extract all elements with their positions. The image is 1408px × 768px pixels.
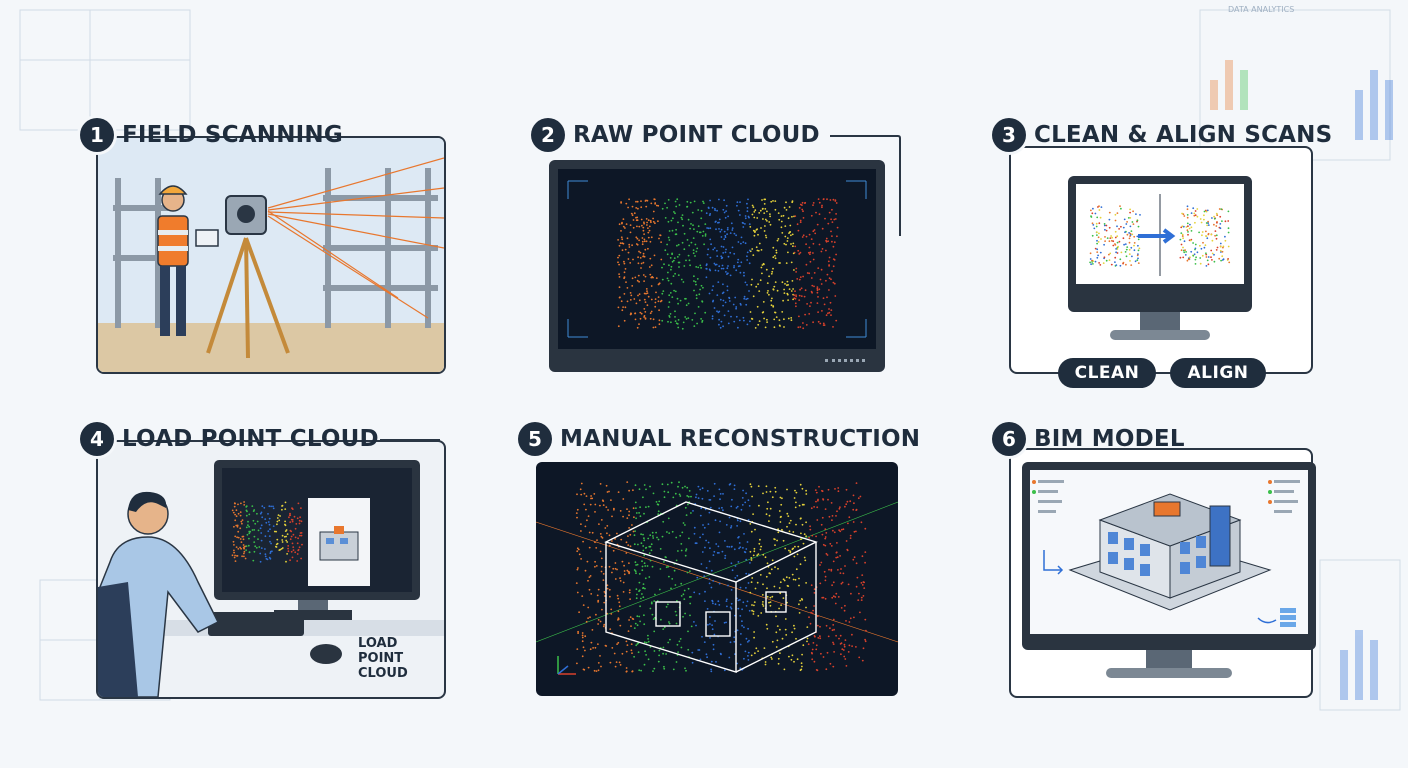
step-title: RAW POINT CLOUD <box>573 122 820 148</box>
step-number-badge: 3 <box>992 118 1026 152</box>
worker-icon <box>157 185 219 336</box>
step-title: CLEAN & ALIGN SCANS <box>1034 122 1333 148</box>
field-scanning-illustration <box>96 136 446 374</box>
note-line: CLOUD <box>358 666 408 681</box>
manual-reconstruction-render <box>536 462 898 696</box>
arrow-right-icon <box>1138 228 1176 244</box>
arrow-right-icon <box>1043 550 1277 624</box>
monitor-icon <box>1068 176 1252 312</box>
step-title: LOAD POINT CLOUD <box>122 426 379 452</box>
step-title: BIM MODEL <box>1034 426 1185 452</box>
bim-model-render <box>1032 480 1300 627</box>
step-title: FIELD SCANNING <box>122 122 343 148</box>
raw-point-cloud-render <box>567 180 867 338</box>
step-number-badge: 2 <box>531 118 565 152</box>
load-point-cloud-illustration <box>96 440 446 699</box>
laser-scanner-icon <box>225 195 267 235</box>
monitor-icon <box>549 160 885 372</box>
monitor-icon <box>1022 462 1316 650</box>
axis-icon <box>557 656 576 675</box>
aligned-scans-render <box>1089 194 1231 276</box>
step-number-badge: 1 <box>80 118 114 152</box>
monitor-icon <box>214 460 420 620</box>
note-line: LOAD <box>358 636 398 651</box>
background-chart-label: DATA ANALYTICS <box>1228 5 1294 14</box>
step-number-badge: 5 <box>518 422 552 456</box>
align-button[interactable]: ALIGN <box>1170 358 1266 388</box>
clean-button[interactable]: CLEAN <box>1058 358 1156 388</box>
step-number-badge: 6 <box>992 422 1026 456</box>
building-icon <box>1068 493 1272 611</box>
load-point-cloud-note: LOAD POINT CLOUD <box>358 636 408 681</box>
step-title: MANUAL RECONSTRUCTION <box>560 426 921 452</box>
step-number-badge: 4 <box>80 422 114 456</box>
building-icon <box>319 526 359 561</box>
note-line: POINT <box>358 651 404 666</box>
